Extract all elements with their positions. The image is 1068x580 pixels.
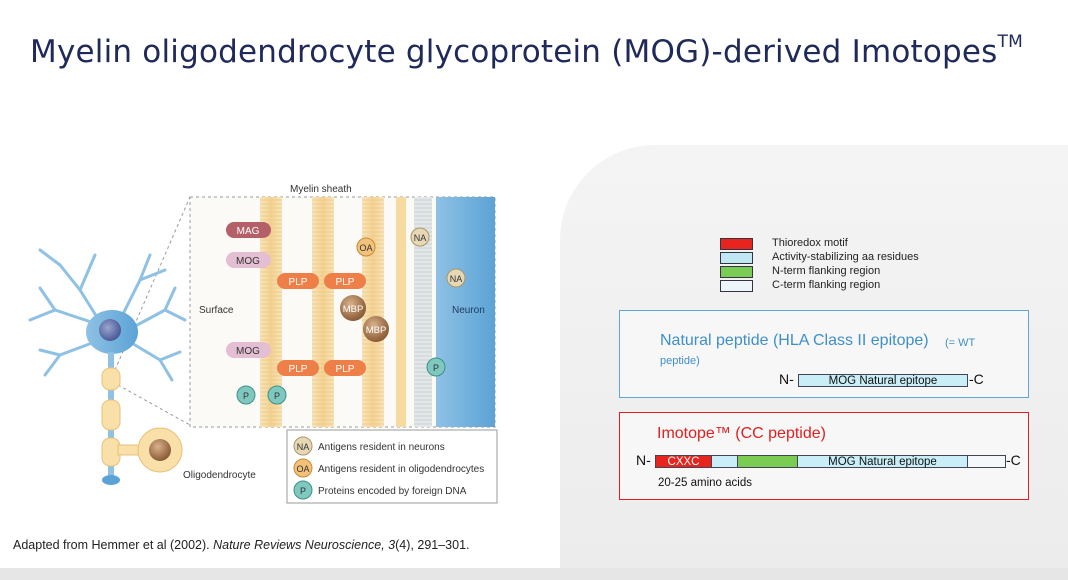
plp-protein: PLP [277, 273, 319, 289]
myelin-segment [101, 399, 121, 431]
natural-peptide-note-cont: peptide) [660, 355, 700, 367]
svg-text:P: P [243, 391, 249, 401]
legend-swatch [720, 252, 753, 264]
axon-terminal [102, 475, 120, 485]
surface-label: Surface [199, 305, 234, 316]
svg-text:P: P [300, 486, 306, 496]
key-item-na: NA Antigens resident in neurons [293, 436, 445, 456]
legend-label: Activity-stabilizing aa residues [772, 251, 919, 263]
svg-text:NA: NA [450, 274, 463, 284]
natural-epitope-label: MOG Natural epitope [828, 375, 938, 387]
nterm-flanking-bar [737, 455, 798, 468]
svg-text:OA: OA [296, 464, 309, 474]
antigen-key: NA Antigens resident in neurons OA Antig… [286, 429, 498, 504]
svg-text:PLP: PLP [336, 277, 355, 288]
imotope-epitope-bar: MOG Natural epitope [797, 455, 968, 468]
oa-antigen: OA [356, 237, 376, 257]
legend-label: C-term flanking region [772, 279, 881, 291]
mbp-protein: MBP [363, 316, 389, 342]
legend-label: Thioredox motif [772, 237, 848, 249]
peptide-length: 20-25 amino acids [658, 477, 752, 489]
myelin-diagram: Oligodendrocyte Myelin sheath Surface Ne… [28, 184, 498, 504]
zoom-line-bottom [117, 384, 191, 426]
natural-epitope-bar: MOG Natural epitope [798, 374, 968, 387]
cxxc-motif-bar: CXXC [655, 455, 712, 468]
mag-protein: MAG [226, 222, 271, 238]
svg-text:MOG: MOG [236, 346, 260, 357]
svg-text:MBP: MBP [366, 325, 387, 336]
imotope-epitope-label: MOG Natural epitope [828, 456, 937, 468]
p-protein: P [236, 385, 256, 405]
slide-title: Myelin oligodendrocyte glycoprotein (MOG… [30, 31, 1023, 70]
svg-text:PLP: PLP [336, 364, 355, 375]
natural-peptide-box: Natural peptide (HLA Class II epitope) (… [619, 310, 1029, 398]
mog-protein-bottom: MOG [226, 342, 271, 358]
imotope-box: Imotope™ (CC peptide) N- CXXC MOG Natura… [619, 412, 1029, 500]
svg-text:Antigens resident in oligodend: Antigens resident in oligodendrocytes [318, 464, 484, 475]
legend-swatch [720, 238, 753, 250]
neuron-label: Neuron [452, 305, 485, 316]
legend-swatch [720, 280, 753, 292]
c-terminus: -C [969, 371, 984, 387]
key-item-p: P Proteins encoded by foreign DNA [293, 480, 467, 500]
mog-protein-top: MOG [226, 252, 271, 268]
svg-text:P: P [274, 391, 280, 401]
na-antigen: NA [410, 227, 430, 247]
cxxc-motif-label: CXXC [667, 456, 700, 468]
svg-text:OA: OA [359, 243, 372, 253]
legend-swatch [720, 266, 753, 278]
svg-text:P: P [433, 363, 439, 373]
legend-label: N-term flanking region [772, 265, 881, 277]
myelin-segment [101, 367, 121, 391]
svg-text:PLP: PLP [289, 277, 308, 288]
plp-protein: PLP [324, 273, 366, 289]
plp-protein: PLP [324, 360, 366, 376]
n-terminus: N- [636, 452, 651, 468]
mbp-protein: MBP [340, 295, 366, 321]
myelin-sheath-label: Myelin sheath [290, 184, 352, 195]
neuron-dendrites [28, 248, 187, 382]
svg-text:MOG: MOG [236, 256, 260, 267]
p-protein: P [267, 385, 287, 405]
svg-text:PLP: PLP [289, 364, 308, 375]
svg-text:MBP: MBP [343, 304, 364, 315]
svg-text:MAG: MAG [237, 226, 260, 237]
plp-protein: PLP [277, 360, 319, 376]
key-item-oa: OA Antigens resident in oligodendrocytes [293, 458, 484, 478]
neuron-nucleus [99, 319, 121, 341]
p-protein: P [426, 357, 446, 377]
myelin-segment [101, 437, 121, 467]
na-antigen: NA [446, 268, 466, 288]
natural-peptide-note: (= WT [945, 337, 976, 349]
c-terminus: -C [1006, 452, 1021, 468]
svg-text:NA: NA [297, 442, 310, 452]
svg-text:NA: NA [414, 233, 427, 243]
bottom-bar [0, 568, 1068, 580]
natural-peptide-title: Natural peptide (HLA Class II epitope) [660, 332, 929, 349]
imotope-title: Imotope™ (CC peptide) [657, 425, 826, 442]
neuron-membrane [436, 197, 495, 427]
oligodendrocyte-label: Oligodendrocyte [183, 470, 256, 481]
stabilizing-residues-bar [711, 455, 738, 468]
svg-text:Proteins encoded by foreign DN: Proteins encoded by foreign DNA [318, 486, 467, 497]
cterm-flanking-bar [967, 455, 1006, 468]
oligodendrocyte-nucleus [149, 439, 171, 461]
citation: Adapted from Hemmer et al (2002). Nature… [13, 538, 470, 552]
svg-text:Antigens resident in neurons: Antigens resident in neurons [318, 442, 445, 453]
n-terminus: N- [779, 371, 794, 387]
